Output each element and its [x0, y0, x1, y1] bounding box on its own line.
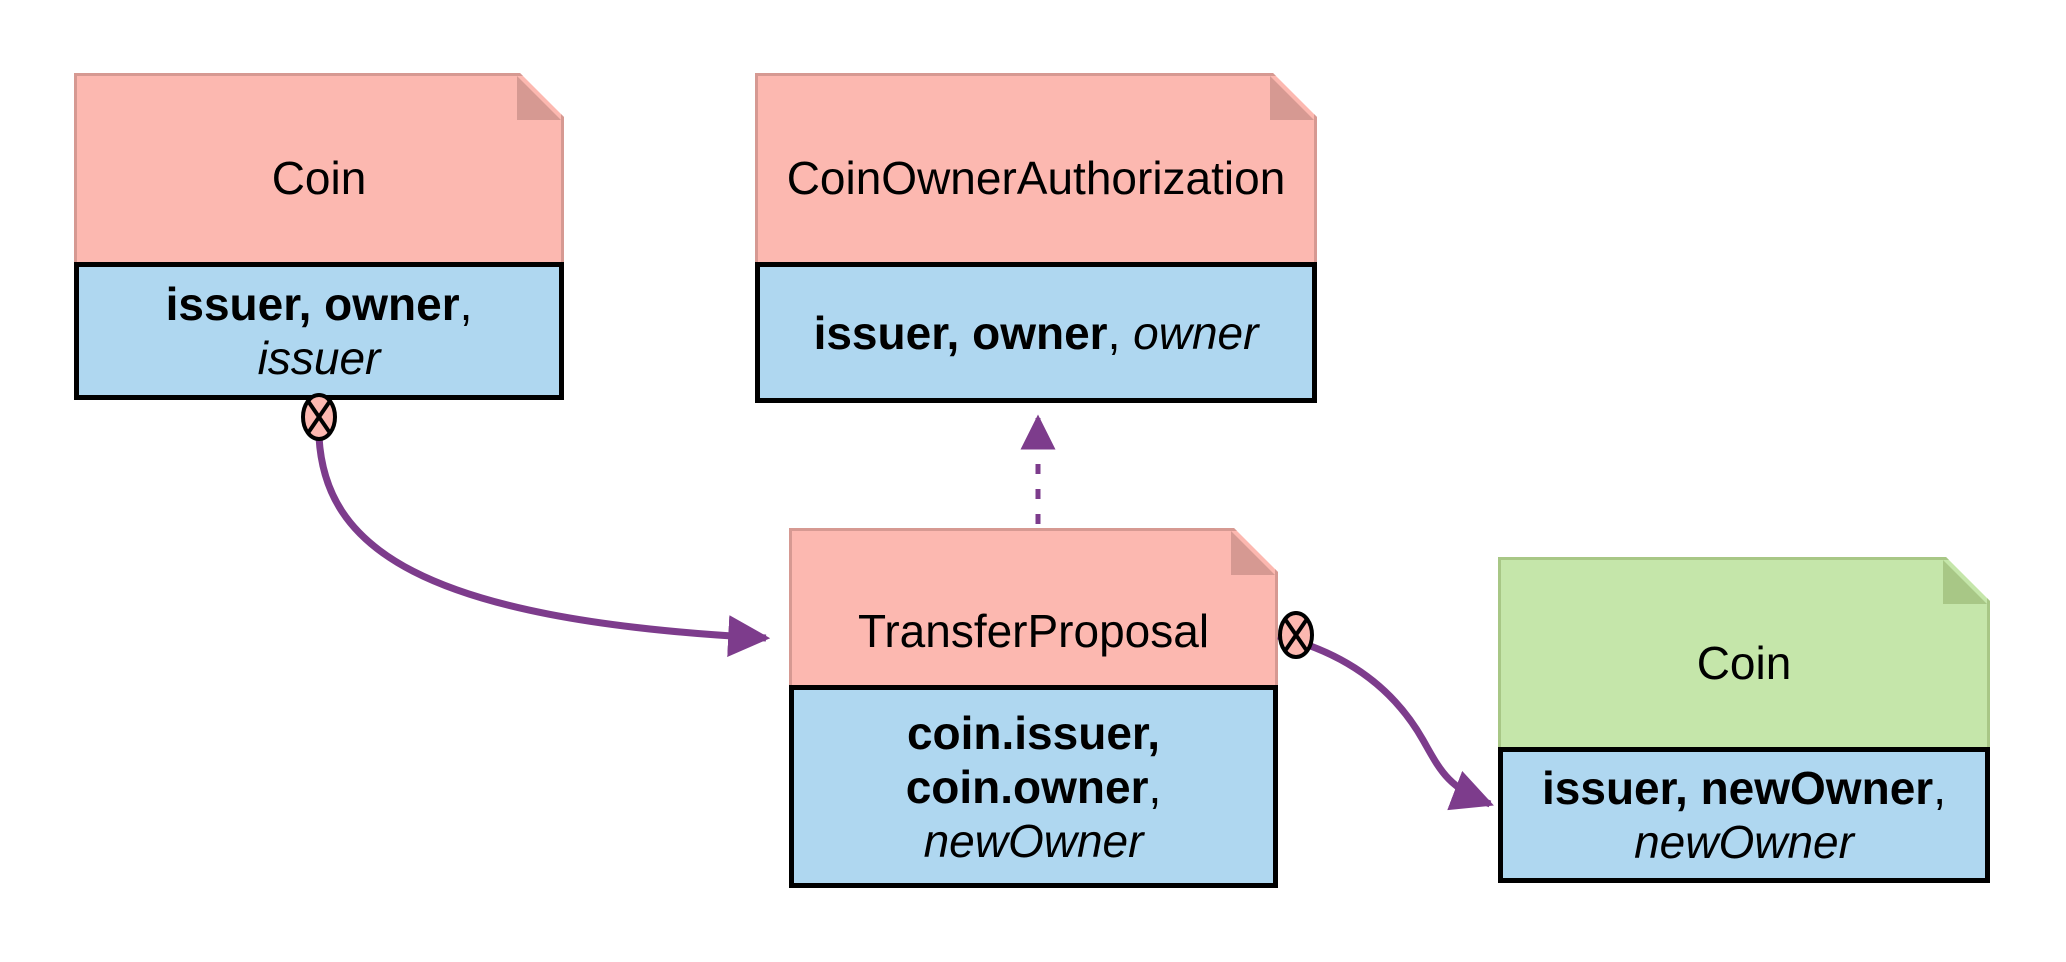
controllers-line: newOwner [1634, 815, 1854, 869]
contract-note-coin-new: Coin issuer, newOwner, newOwner [1498, 557, 1990, 883]
contract-note-transfer-proposal: TransferProposal coin.issuer, coin.owner… [789, 528, 1278, 888]
controllers-text: newOwner [923, 814, 1144, 867]
controllers-text: owner [1133, 306, 1259, 359]
signatories-line: coin.issuer, [907, 706, 1160, 760]
separator-text: , [1933, 762, 1946, 814]
contract-title: CoinOwnerAuthorization [786, 152, 1286, 204]
contract-title: Coin [271, 152, 367, 204]
contract-header: TransferProposal [789, 528, 1278, 685]
contract-parties: coin.issuer, coin.owner, newOwner [789, 685, 1278, 888]
signatories-text: coin.issuer, [906, 706, 1161, 759]
signatories-line: issuer, newOwner, [1542, 761, 1946, 815]
controllers-line: issuer [258, 331, 381, 385]
contract-title: Coin [1696, 636, 1792, 689]
controllers-line: newOwner [924, 814, 1144, 868]
contract-header: CoinOwnerAuthorization [755, 73, 1317, 262]
signatories-text: issuer, newOwner [1542, 762, 1934, 814]
contract-header: Coin [1498, 557, 1990, 747]
signatories-text: issuer, owner [813, 306, 1108, 359]
controllers-text: issuer [257, 332, 381, 384]
controllers-text: newOwner [1634, 816, 1854, 868]
folded-corner-icon [1943, 560, 1987, 604]
archive-cross-icon [1278, 611, 1314, 659]
folded-corner-icon [1270, 76, 1314, 120]
separator-text: , [1107, 306, 1134, 359]
consume-arrow-coin-to-transfer-proposal [315, 436, 771, 658]
signatories-text: issuer, owner [165, 278, 460, 330]
contract-parties: issuer, owner, issuer [74, 262, 564, 400]
folded-corner-icon [517, 76, 561, 120]
signatories-line: issuer, owner, owner [814, 306, 1259, 360]
contract-header: Coin [74, 73, 564, 262]
signatories-text: coin.owner [905, 760, 1149, 813]
signatories-line: coin.owner, [906, 760, 1162, 814]
separator-text: , [1148, 760, 1162, 813]
contract-note-coin-owner-authorization: CoinOwnerAuthorization issuer, owner, ow… [755, 73, 1317, 403]
archive-cross-icon [301, 393, 337, 441]
contract-title: TransferProposal [857, 605, 1210, 657]
create-arrow-transfer-proposal-to-coin [1277, 632, 1494, 811]
contract-note-coin-original: Coin issuer, owner, issuer [74, 73, 564, 400]
signatories-line: issuer, owner, [166, 277, 473, 331]
folded-corner-icon [1231, 531, 1275, 575]
separator-text: , [459, 278, 473, 330]
contract-parties: issuer, newOwner, newOwner [1498, 747, 1990, 883]
contract-parties: issuer, owner, owner [755, 262, 1317, 403]
